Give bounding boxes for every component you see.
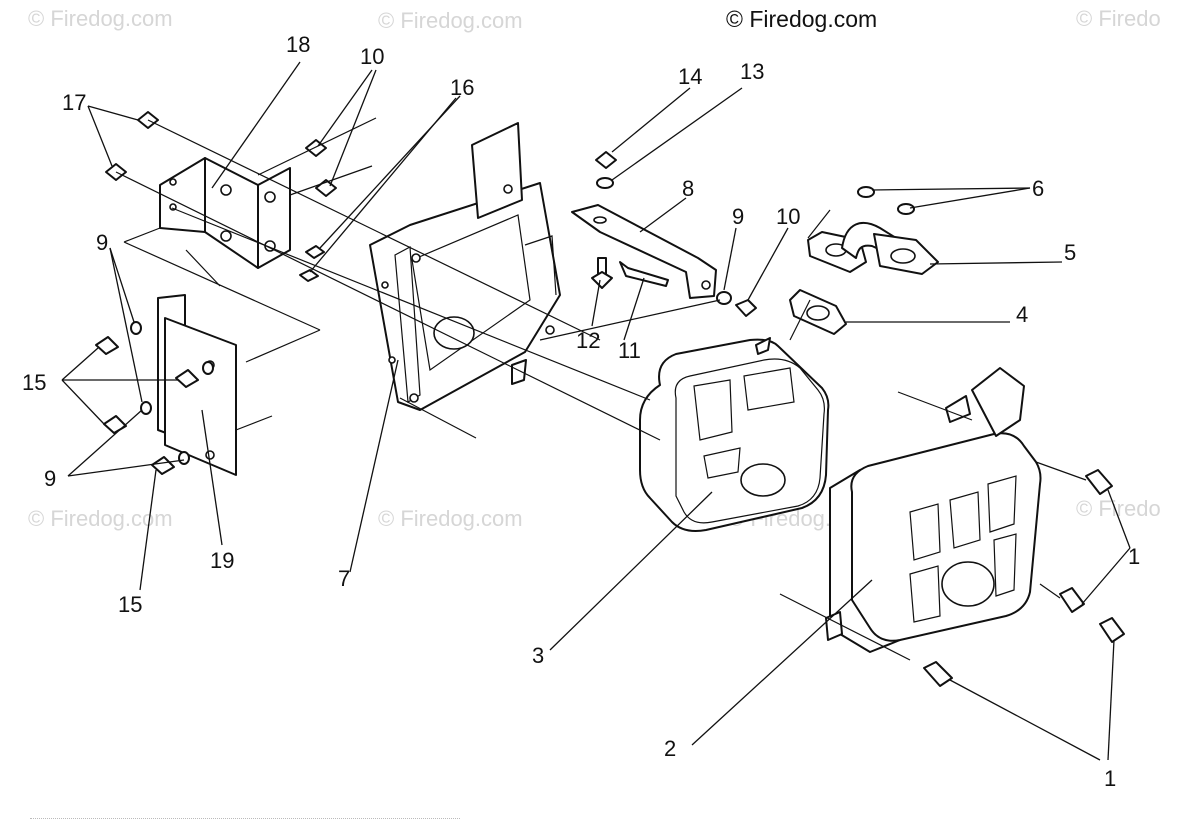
stay-8 (571, 204, 717, 299)
watermark-faint: © Firedog.com (378, 8, 523, 33)
callout-5: 5 (1064, 240, 1077, 265)
callout-11: 11 (618, 338, 641, 363)
muffler-3 (639, 337, 830, 532)
bolts-1 (923, 469, 1125, 687)
callout-19: 19 (210, 548, 235, 573)
exhaust-pipe-5 (807, 222, 939, 275)
copyright-watermark: © Firedog.com (726, 6, 878, 32)
callout-12: 12 (576, 328, 601, 353)
callout-4: 4 (1016, 302, 1029, 327)
callout-10: 10 (776, 204, 801, 229)
callout-8: 8 (682, 176, 695, 201)
callout-14: 14 (678, 64, 703, 89)
divider (30, 818, 460, 819)
leader-lines (61, 61, 1131, 761)
heat-shield-7 (369, 122, 561, 411)
callout-6: 6 (1032, 176, 1045, 201)
callout-9: 9 (732, 204, 745, 229)
callout-15: 15 (22, 370, 47, 395)
plate-19 (157, 294, 237, 476)
callout-15: 15 (118, 592, 143, 617)
watermark-faint: © Firedog.com (28, 6, 173, 31)
callout-3: 3 (532, 643, 545, 668)
callout-9: 9 (44, 466, 57, 491)
callout-13: 13 (740, 59, 765, 84)
gasket-4 (789, 289, 847, 335)
callout-16: 16 (450, 75, 475, 100)
watermark-faint: © Firedog.com (378, 506, 523, 531)
callout-1: 1 (1104, 766, 1117, 791)
callout-10: 10 (360, 44, 385, 69)
assembly-guide-lines (115, 117, 1087, 661)
callout-17: 17 (62, 90, 87, 115)
bracket-18 (159, 157, 291, 269)
callout-1: 1 (1128, 544, 1141, 569)
callout-7: 7 (338, 566, 351, 591)
callout-2: 2 (664, 736, 677, 761)
muffler-cover-2 (825, 367, 1042, 653)
callout-18: 18 (286, 32, 311, 57)
watermark-faint: © Firedo (1076, 6, 1161, 31)
small-hardware (95, 111, 915, 475)
callout-9: 9 (96, 230, 109, 255)
